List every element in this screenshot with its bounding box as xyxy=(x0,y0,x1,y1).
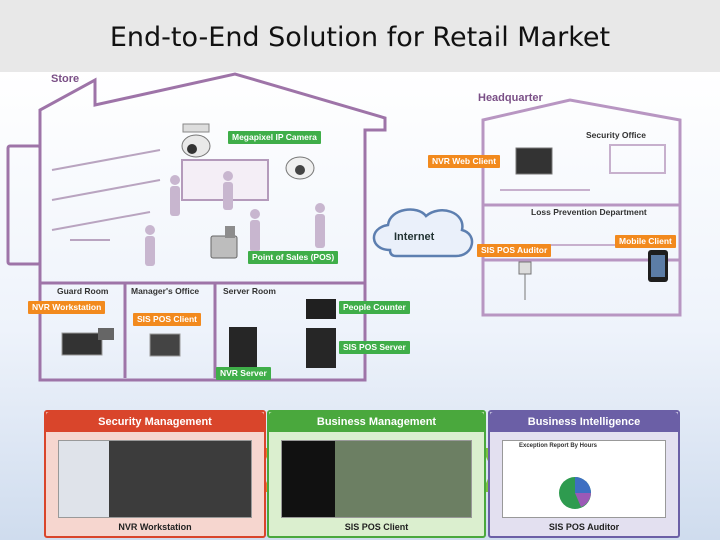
business-intelligence-panel: Business Intelligence Exception Report B… xyxy=(488,410,680,538)
sis-pos-client-screenshot xyxy=(281,440,472,518)
title-bar xyxy=(0,0,720,72)
nvr-workstation-label: NVR Workstation xyxy=(28,301,106,314)
panel-header: Business Intelligence xyxy=(490,412,678,432)
megapixel-camera-label: Megapixel IP Camera xyxy=(228,131,321,144)
sis-pos-server-label: SIS POS Server xyxy=(339,341,410,354)
loss-prevention-title: Loss Prevention Department xyxy=(531,207,647,217)
security-office-title: Security Office xyxy=(586,130,646,140)
sis-pos-auditor-label: SIS POS Auditor xyxy=(477,244,552,257)
business-management-panel: Business Management SIS POS Client xyxy=(267,410,486,538)
mobile-phone-icon xyxy=(648,250,668,282)
nvr-web-client-monitor-icon xyxy=(515,147,553,175)
store-people xyxy=(145,171,325,266)
dome-camera-icon xyxy=(285,156,315,180)
panel-header: Security Management xyxy=(46,412,264,432)
headquarter-region-title: Headquarter xyxy=(478,92,543,104)
megapixel-camera-icon xyxy=(181,123,211,158)
nvr-web-client-label: NVR Web Client xyxy=(428,155,501,168)
pos-auditor-device-icon xyxy=(518,261,532,300)
nvr-workstation-screenshot xyxy=(58,440,252,518)
sis-pos-client-label: SIS POS Client xyxy=(133,313,201,326)
internet-cloud-icon xyxy=(372,208,474,258)
panel-footer: SIS POS Client xyxy=(344,522,409,532)
page-title: End-to-End Solution for Retail Market xyxy=(109,22,611,53)
people-counter-label: People Counter xyxy=(339,301,410,314)
security-management-panel: Security Management NVR Workstation xyxy=(44,410,266,538)
mobile-client-label: Mobile Client xyxy=(615,235,676,248)
pos-terminal-icon xyxy=(210,226,238,259)
store-building xyxy=(6,72,387,382)
nvr-server-label: NVR Server xyxy=(216,367,271,380)
store-region-title: Store xyxy=(51,73,80,85)
managers-office-title: Manager's Office xyxy=(131,286,200,296)
panel-footer: NVR Workstation xyxy=(118,522,192,532)
report-title: Exception Report By Hours xyxy=(519,443,598,449)
store-shelves xyxy=(51,149,161,241)
workstation-monitors-icon xyxy=(61,328,181,357)
panel-header: Business Management xyxy=(269,412,484,432)
server-tower-icon xyxy=(229,299,336,368)
guard-room-title: Guard Room xyxy=(57,286,109,296)
report-pie-chart xyxy=(559,477,591,509)
internet-label: Internet xyxy=(394,231,435,243)
headquarter-building xyxy=(481,98,682,317)
pos-label: Point of Sales (POS) xyxy=(248,251,339,264)
server-room-title: Server Room xyxy=(223,286,276,296)
panel-footer: SIS POS Auditor xyxy=(548,522,620,532)
sis-pos-auditor-screenshot: Exception Report By Hours xyxy=(502,440,666,518)
